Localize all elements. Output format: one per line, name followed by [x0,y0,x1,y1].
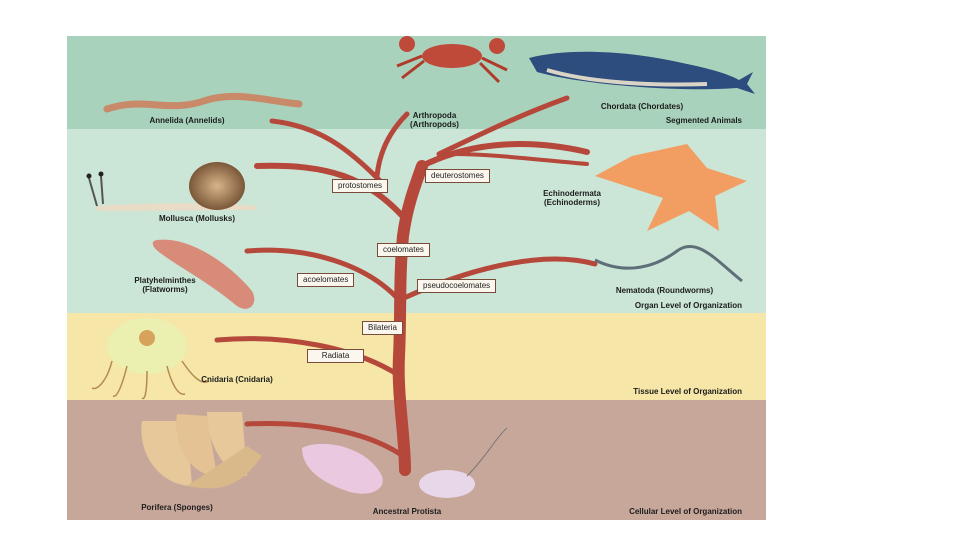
protista-illustration [302,427,508,498]
branch-sponges [244,421,406,459]
arthropoda-common: (Arthropods) [410,120,459,129]
branch-chordates [436,95,570,157]
annelida-label: Annelida (Annelids) [149,116,225,125]
pseudocoelomates-box: pseudocoelomates [417,279,497,293]
phylogeny-figure: Segmented Animals Organ Level of Organiz… [67,36,766,520]
platyhelminthes-name: Platyhelminthes [134,276,196,285]
flatworm-illustration [152,239,255,309]
coelomates-box: coelomates [377,243,430,257]
nematoda-label: Nematoda (Roundworms) [615,286,714,295]
radiata-box: Radiata [307,349,364,363]
jellyfish-illustration [91,318,210,400]
chordata-label: Chordata (Chordates) [600,102,684,111]
protostomes-box: protostomes [332,179,389,193]
branch-flatworms [244,247,403,304]
crab-illustration [396,36,508,84]
arthropoda-name: Arthropoda [412,111,457,120]
segmented-animals-label: Segmented Animals [665,116,742,125]
echinodermata-label: Echinodermata (Echinoderms) [522,189,622,207]
cellular-level-label: Cellular Level of Organization [629,507,742,516]
echinodermata-common: (Echinoderms) [543,198,600,207]
trunk [392,160,428,476]
whale-illustration [529,51,755,94]
acoelomates-box: acoelomates [297,273,355,287]
platyhelminthes-common: (Flatworms) [142,285,188,294]
deuterostomes-box: deuterostomes [425,169,490,183]
bilateria-box: Bilateria [362,321,403,335]
tissue-level-label: Tissue Level of Organization [633,387,742,396]
protista-label: Ancestral Protista [372,507,442,516]
echinodermata-name: Echinodermata [543,189,601,198]
nematode-illustration [594,244,743,283]
porifera-label: Porifera (Sponges) [141,503,213,512]
branch-deuterostomes [419,141,590,169]
branch-protostomes [254,162,410,224]
snail-illustration [86,162,257,211]
phylogenetic-tree-svg [86,36,755,498]
sponges-illustration [141,412,262,489]
branch-echinoderms [450,152,589,166]
platyhelminthes-label: Platyhelminthes (Flatworms) [110,276,220,294]
organ-level-label: Organ Level of Organization [634,301,742,310]
cnidaria-label: Cnidaria (Cnidaria) [201,375,273,384]
annelid-worm-illustration [103,92,303,113]
branch-radiata [214,336,403,379]
starfish-illustration [595,144,747,231]
arthropoda-label: Arthropoda (Arthropods) [392,111,477,129]
mollusca-label: Mollusca (Mollusks) [158,214,235,223]
branch-annelids [269,118,388,189]
branch-arthropods [374,111,410,179]
tree-branches [214,95,598,476]
